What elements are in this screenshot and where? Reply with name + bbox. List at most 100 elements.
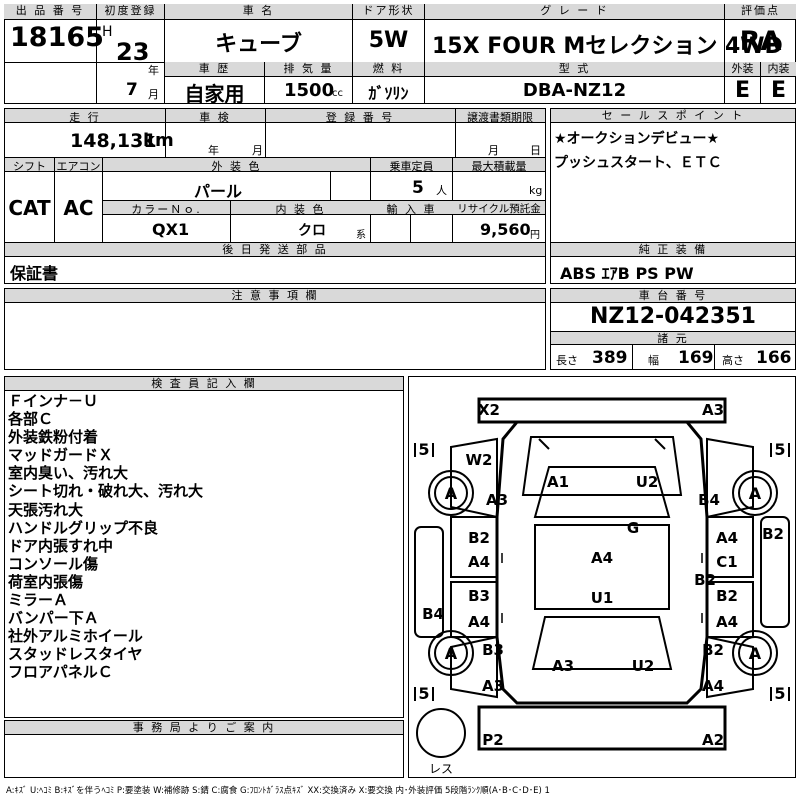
spare-tire: レス: [429, 762, 453, 776]
inspector-line: Ｆインナ－Ｕ: [8, 392, 99, 410]
reg-no-label: 登 録 番 号: [325, 111, 395, 124]
mark-a2: A2: [702, 731, 724, 749]
int-label: 内装: [761, 62, 796, 77]
mark-a4-right: A4: [716, 529, 738, 547]
transfer-month-unit: 月: [488, 144, 499, 157]
tire-fr: A: [749, 484, 762, 503]
inspector-line: フロアパネルＣ: [8, 663, 113, 682]
grade: 15X FOUR Mセレクション 4WD: [432, 34, 783, 59]
sales-points-label: セ ー ル ス ポ イ ン ト: [551, 109, 795, 123]
mark-a3-rear: A3: [552, 657, 574, 675]
first-reg-label: 初度登録: [97, 4, 164, 20]
inspector-line: マッドガードＸ: [8, 446, 114, 465]
mark-a4-left2: A4: [468, 613, 490, 631]
mark-b2-far: B2: [762, 525, 784, 543]
tread-rr: 5: [774, 684, 785, 703]
color-number: QX1: [152, 220, 190, 239]
chassis-label: 車 台 番 号: [551, 289, 795, 303]
mark-u2-rear: U2: [632, 657, 655, 675]
interior-color: クロ: [298, 223, 326, 239]
reg-year: 23: [116, 38, 150, 66]
inspector-line: 外装鉄粉付着: [8, 428, 99, 447]
seats-unit: 人: [436, 184, 447, 197]
tread-fl: 5: [418, 440, 429, 459]
inspector-line: スタッドレスタイヤ: [8, 645, 143, 664]
mark-b4-right: B4: [698, 491, 720, 509]
inspector-line: 天張汚れ大: [8, 500, 84, 519]
inspector-line: 社外アルミホイール: [8, 627, 143, 646]
displacement-unit: cc: [332, 88, 343, 99]
vehicle-details-panel: [4, 108, 546, 284]
inspector-line: シート切れ・破れ大、汚れ大: [8, 482, 204, 501]
recycle-unit: 円: [530, 230, 540, 241]
car-name-label: 車 名: [165, 4, 352, 20]
mark-p2: P2: [482, 731, 503, 749]
load-unit: kg: [529, 184, 543, 197]
reg-month: 7: [126, 80, 138, 100]
inspector-label: 検 査 員 記 入 欄: [5, 377, 403, 391]
mark-a3-left-rear: A3: [482, 677, 504, 695]
mark-b3-left2: B3: [482, 641, 504, 659]
mileage-label: 走 行: [69, 111, 101, 124]
mark-w2: W2: [466, 451, 493, 469]
lot-no-label: 出 品 番 号: [4, 4, 96, 20]
int-color-unit: 系: [356, 230, 366, 241]
ext-label: 外装: [725, 62, 760, 77]
inspector-line: 荷室内張傷: [8, 572, 84, 591]
width-label: 幅: [648, 354, 659, 367]
int-color-label: 内 装 色: [275, 203, 326, 216]
transfer-label: 譲渡書類期限: [467, 111, 533, 124]
length-label: 長さ: [556, 354, 578, 367]
transfer-day-unit: 日: [530, 144, 541, 157]
color-no-label: カラーＮｏ.: [131, 203, 202, 216]
mark-u2-front: U2: [636, 473, 659, 491]
history: 自家用: [184, 82, 245, 106]
mark-u1: U1: [591, 589, 614, 607]
score: RA: [739, 26, 782, 57]
inspector-line: バンパー下Ａ: [8, 609, 99, 628]
sales-point-2: プッシュスタート、ＥＴＣ: [554, 155, 722, 171]
damage-legend: A:ｷｽﾞ U:ﾍｺﾐ B:ｷｽﾞを伴うﾍｺﾐ P:要塗装 W:補修跡 S:錆 …: [6, 786, 550, 796]
mark-b3-left: B3: [468, 587, 490, 605]
insp-year-unit: 年: [208, 144, 219, 157]
seats: 5: [412, 178, 424, 198]
mark-b2-rear: B2: [702, 641, 724, 659]
displacement: 1500: [284, 80, 335, 101]
car-diagram: X2 A3 W2 A3 A1 U2 B4 G B2 A4 A4 A4 C1 B2…: [414, 397, 790, 776]
sales-point-1: ★オークションデビュー★: [554, 131, 720, 147]
shift-label: シフト: [13, 160, 46, 173]
lot-number: 18165: [10, 22, 104, 53]
sales-points-panel: [550, 108, 796, 284]
import-label: 輸 入 車: [386, 203, 437, 216]
ac-label: エアコン: [56, 160, 101, 173]
model-code: DBA-NZ12: [522, 80, 627, 101]
inspector-line: ハンドルグリップ不良: [8, 518, 159, 537]
mark-b4-left: B4: [422, 605, 444, 623]
ext-score: E: [734, 78, 751, 103]
exterior-color: パール: [194, 182, 243, 201]
notes-label: 注 意 事 項 欄: [5, 289, 545, 303]
month-unit: 月: [148, 88, 159, 101]
length: 389: [592, 348, 628, 368]
notes-panel: [4, 288, 546, 370]
mileage-unit: km: [143, 130, 174, 151]
int-score: E: [770, 78, 787, 103]
score-label: 評価点: [725, 4, 796, 20]
history-label: 車 歴: [165, 62, 264, 77]
dims-label: 諸 元: [551, 331, 795, 345]
grade-label: グ レ ー ド: [425, 4, 724, 20]
inspector-line: 室内臭い、汚れ大: [8, 464, 129, 483]
mark-x2: X2: [478, 401, 500, 419]
chassis-panel: [550, 288, 796, 370]
mileage: 148,131: [70, 130, 157, 152]
load-label: 最大積載量: [471, 160, 527, 173]
shift: CAT: [8, 196, 51, 220]
model-label: 型 式: [425, 62, 724, 77]
inspector-line: ミラーＡ: [8, 591, 69, 610]
tire-rl: A: [445, 644, 458, 663]
mark-b2-right: B2: [694, 571, 716, 589]
tire-fl: A: [445, 484, 458, 503]
tire-rr: A: [749, 644, 762, 663]
inspector-line: コンソール傷: [8, 554, 99, 573]
fuel: ｶﾞｿﾘﾝ: [368, 84, 409, 103]
